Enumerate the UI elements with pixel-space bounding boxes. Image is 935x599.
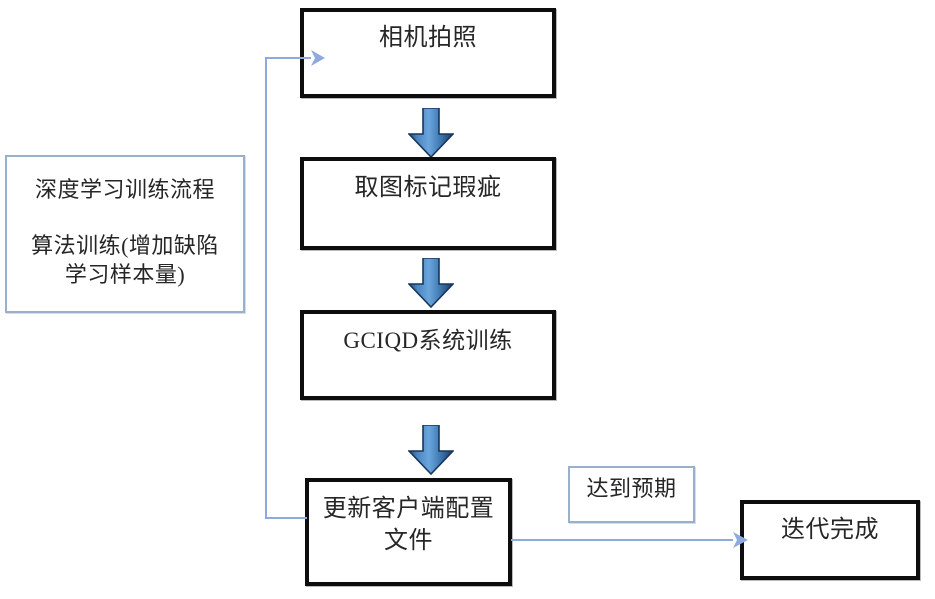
down-block-arrow-icon-mark-to-train [407,257,455,309]
feedback-arrow-icon-update-to-capture [255,45,325,535]
process-box-mark-defects: 取图标记瑕疵 [300,157,556,250]
down-block-arrow-icon-capture-to-mark [407,107,455,159]
process-box-iteration-complete: 迭代完成 [740,500,920,580]
process-box-camera-capture-label: 相机拍照 [379,25,477,51]
annotation-box-training-process: 深度学习训练流程 算法训练(增加缺陷 学习样本量) [5,155,245,313]
process-box-mark-defects-label: 取图标记瑕疵 [354,175,502,201]
process-box-iteration-complete-label: 迭代完成 [781,517,879,543]
label-box-expectation-reached: 达到预期 [568,466,695,523]
process-box-camera-capture: 相机拍照 [300,8,556,98]
annotation-line-process-title: 深度学习训练流程 [34,177,215,202]
down-block-arrow-icon-train-to-update [407,424,455,476]
process-box-update-client-config: 更新客户端配置 文件 [305,478,512,586]
process-box-gciqd-training-label: GCIQD系统训练 [343,328,513,353]
right-arrow-icon-update-to-done [505,525,750,557]
annotation-line-algorithm-training: 算法训练(增加缺陷 学习样本量) [31,233,219,287]
label-box-expectation-reached-label: 达到预期 [586,476,677,501]
process-box-update-client-config-label: 更新客户端配置 文件 [322,496,495,554]
process-box-gciqd-training: GCIQD系统训练 [300,310,556,400]
